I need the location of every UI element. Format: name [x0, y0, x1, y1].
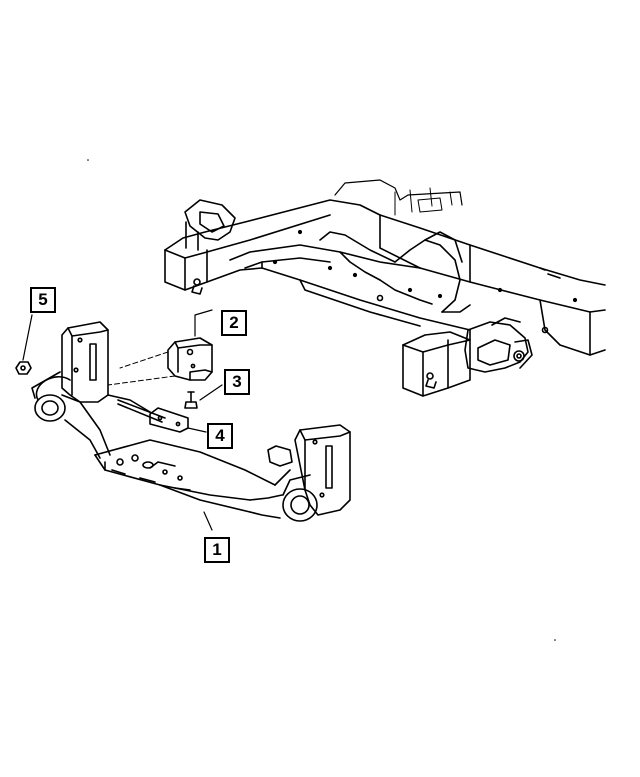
- vehicle-frame: [164, 179, 606, 397]
- bolt-part-3: [184, 384, 223, 409]
- callout-3: 3: [224, 369, 250, 395]
- bracket-bolt-part-4: [117, 399, 207, 433]
- callout-2: 2: [221, 310, 247, 336]
- nut-part-5: [15, 314, 33, 375]
- callout-4: 4: [207, 423, 233, 449]
- callout-1: 1: [204, 537, 230, 563]
- mount-bracket-part-2: [107, 309, 213, 386]
- crossmember-part-1: [31, 321, 351, 531]
- callout-5: 5: [30, 287, 56, 313]
